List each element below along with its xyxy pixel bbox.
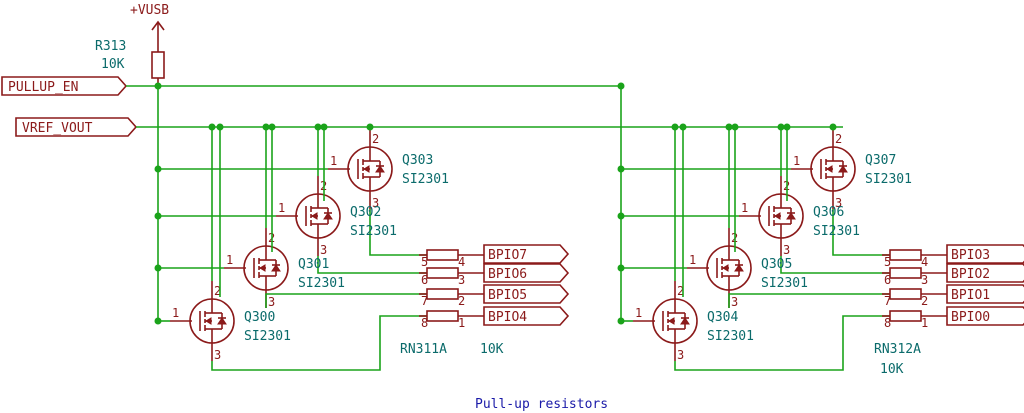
output-label: BPIO5 xyxy=(488,288,527,303)
transistor-ref: Q306 xyxy=(813,205,844,220)
rn-pin-label: 8 xyxy=(884,316,891,330)
net-label-vref-vout: VREF_VOUT xyxy=(15,117,138,137)
net-label-bpio2: BPIO2 xyxy=(946,263,1024,283)
pin-gate-label: 1 xyxy=(226,253,233,267)
rn-pin-label: 3 xyxy=(921,273,928,287)
rn-pin-label: 4 xyxy=(458,255,465,269)
net-label-bpio6: BPIO6 xyxy=(483,263,570,283)
rn-pin-label: 4 xyxy=(921,255,928,269)
r313-value: 10K xyxy=(101,57,125,72)
rn-pin-label: 6 xyxy=(421,273,428,287)
rn-pin-label: 5 xyxy=(421,255,428,269)
transistor-ref: Q303 xyxy=(402,153,433,168)
pin-drain-label: 3 xyxy=(214,348,221,362)
rn-pin-label: 6 xyxy=(884,273,891,287)
pin-drain-label: 3 xyxy=(320,243,327,257)
pin-source-label: 2 xyxy=(214,284,221,298)
transistor-ref: Q301 xyxy=(298,257,329,272)
transistor-ref: Q305 xyxy=(761,257,792,272)
net-label-bpio3: BPIO3 xyxy=(946,244,1024,264)
resistor-array-rn312a: 5 4 6 3 7 2 8 1 xyxy=(882,249,947,330)
rn-pin-label: 1 xyxy=(458,316,465,330)
transistor-ref: Q304 xyxy=(707,310,738,325)
rn-pin-label: 7 xyxy=(421,294,428,308)
rn-pin-label: 8 xyxy=(421,316,428,330)
output-label: BPIO7 xyxy=(488,248,527,263)
rn-pin-label: 2 xyxy=(458,294,465,308)
transistor-part: SI2301 xyxy=(865,172,912,187)
pin-source-label: 2 xyxy=(677,284,684,298)
rn-pin-label: 2 xyxy=(921,294,928,308)
rn312a-ref: RN312A xyxy=(874,342,921,357)
output-label: BPIO4 xyxy=(488,310,527,325)
output-label: BPIO2 xyxy=(951,267,990,282)
bus-junctions xyxy=(154,82,625,90)
rn-pin-label: 7 xyxy=(884,294,891,308)
output-label: BPIO3 xyxy=(951,248,990,263)
net-label-bpio1: BPIO1 xyxy=(946,284,1024,304)
transistor-part: SI2301 xyxy=(350,224,397,239)
transistor-ref: Q300 xyxy=(244,310,275,325)
rn-pin-label: 5 xyxy=(884,255,891,269)
rn311a-value: 10K xyxy=(480,342,504,357)
right-transistor-group: 123Q307SI2301123Q306SI2301123Q305SI23011… xyxy=(617,123,1024,371)
pullup-en-label: PULLUP_EN xyxy=(8,80,78,95)
pin-gate-label: 1 xyxy=(635,306,642,320)
output-label: BPIO6 xyxy=(488,267,527,282)
pin-gate-label: 1 xyxy=(330,154,337,168)
pin-source-label: 2 xyxy=(372,132,379,146)
resistor-array-rn311a: 5 4 6 3 7 2 8 1 xyxy=(419,249,484,330)
bus-wires xyxy=(126,85,843,322)
pin-gate-label: 1 xyxy=(278,201,285,215)
caption: Pull-up resistors xyxy=(475,397,608,412)
output-label: BPIO1 xyxy=(951,288,990,303)
transistor-part: SI2301 xyxy=(707,329,754,344)
rn-pin-label: 1 xyxy=(921,316,928,330)
rn-pin-label: 3 xyxy=(458,273,465,287)
pin-drain-label: 3 xyxy=(835,196,842,210)
transistor-part: SI2301 xyxy=(244,329,291,344)
rn312a-value: 10K xyxy=(880,362,904,377)
left-transistor-group: 123Q303SI2301123Q302SI2301123Q301SI23011… xyxy=(154,123,570,371)
vref-vout-label: VREF_VOUT xyxy=(22,121,93,136)
net-label-pullup-en: PULLUP_EN xyxy=(1,76,128,96)
transistor-part: SI2301 xyxy=(402,172,449,187)
pin-drain-label: 3 xyxy=(268,295,275,309)
pin-gate-label: 1 xyxy=(172,306,179,320)
r313-ref: R313 xyxy=(95,39,126,54)
pin-gate-label: 1 xyxy=(741,201,748,215)
transistor-ref: Q307 xyxy=(865,153,896,168)
pin-drain-label: 3 xyxy=(677,348,684,362)
pin-drain-label: 3 xyxy=(372,196,379,210)
resistor-r313: R313 10K xyxy=(95,39,165,86)
pin-source-label: 2 xyxy=(835,132,842,146)
net-label-bpio5: BPIO5 xyxy=(483,284,570,304)
pin-gate-label: 1 xyxy=(689,253,696,267)
transistor-part: SI2301 xyxy=(813,224,860,239)
net-label-bpio4: BPIO4 xyxy=(483,306,570,326)
net-label-bpio0: BPIO0 xyxy=(946,306,1024,326)
pin-drain-label: 3 xyxy=(731,295,738,309)
output-label: BPIO0 xyxy=(951,310,990,325)
net-label-bpio7: BPIO7 xyxy=(483,244,570,264)
pin-drain-label: 3 xyxy=(783,243,790,257)
rn311a-ref: RN311A xyxy=(400,342,447,357)
transistor-part: SI2301 xyxy=(761,276,808,291)
vusb-label: +VUSB xyxy=(130,3,169,18)
pin-gate-label: 1 xyxy=(793,154,800,168)
transistor-ref: Q302 xyxy=(350,205,381,220)
transistor-part: SI2301 xyxy=(298,276,345,291)
vusb-power-symbol: +VUSB xyxy=(130,3,169,52)
